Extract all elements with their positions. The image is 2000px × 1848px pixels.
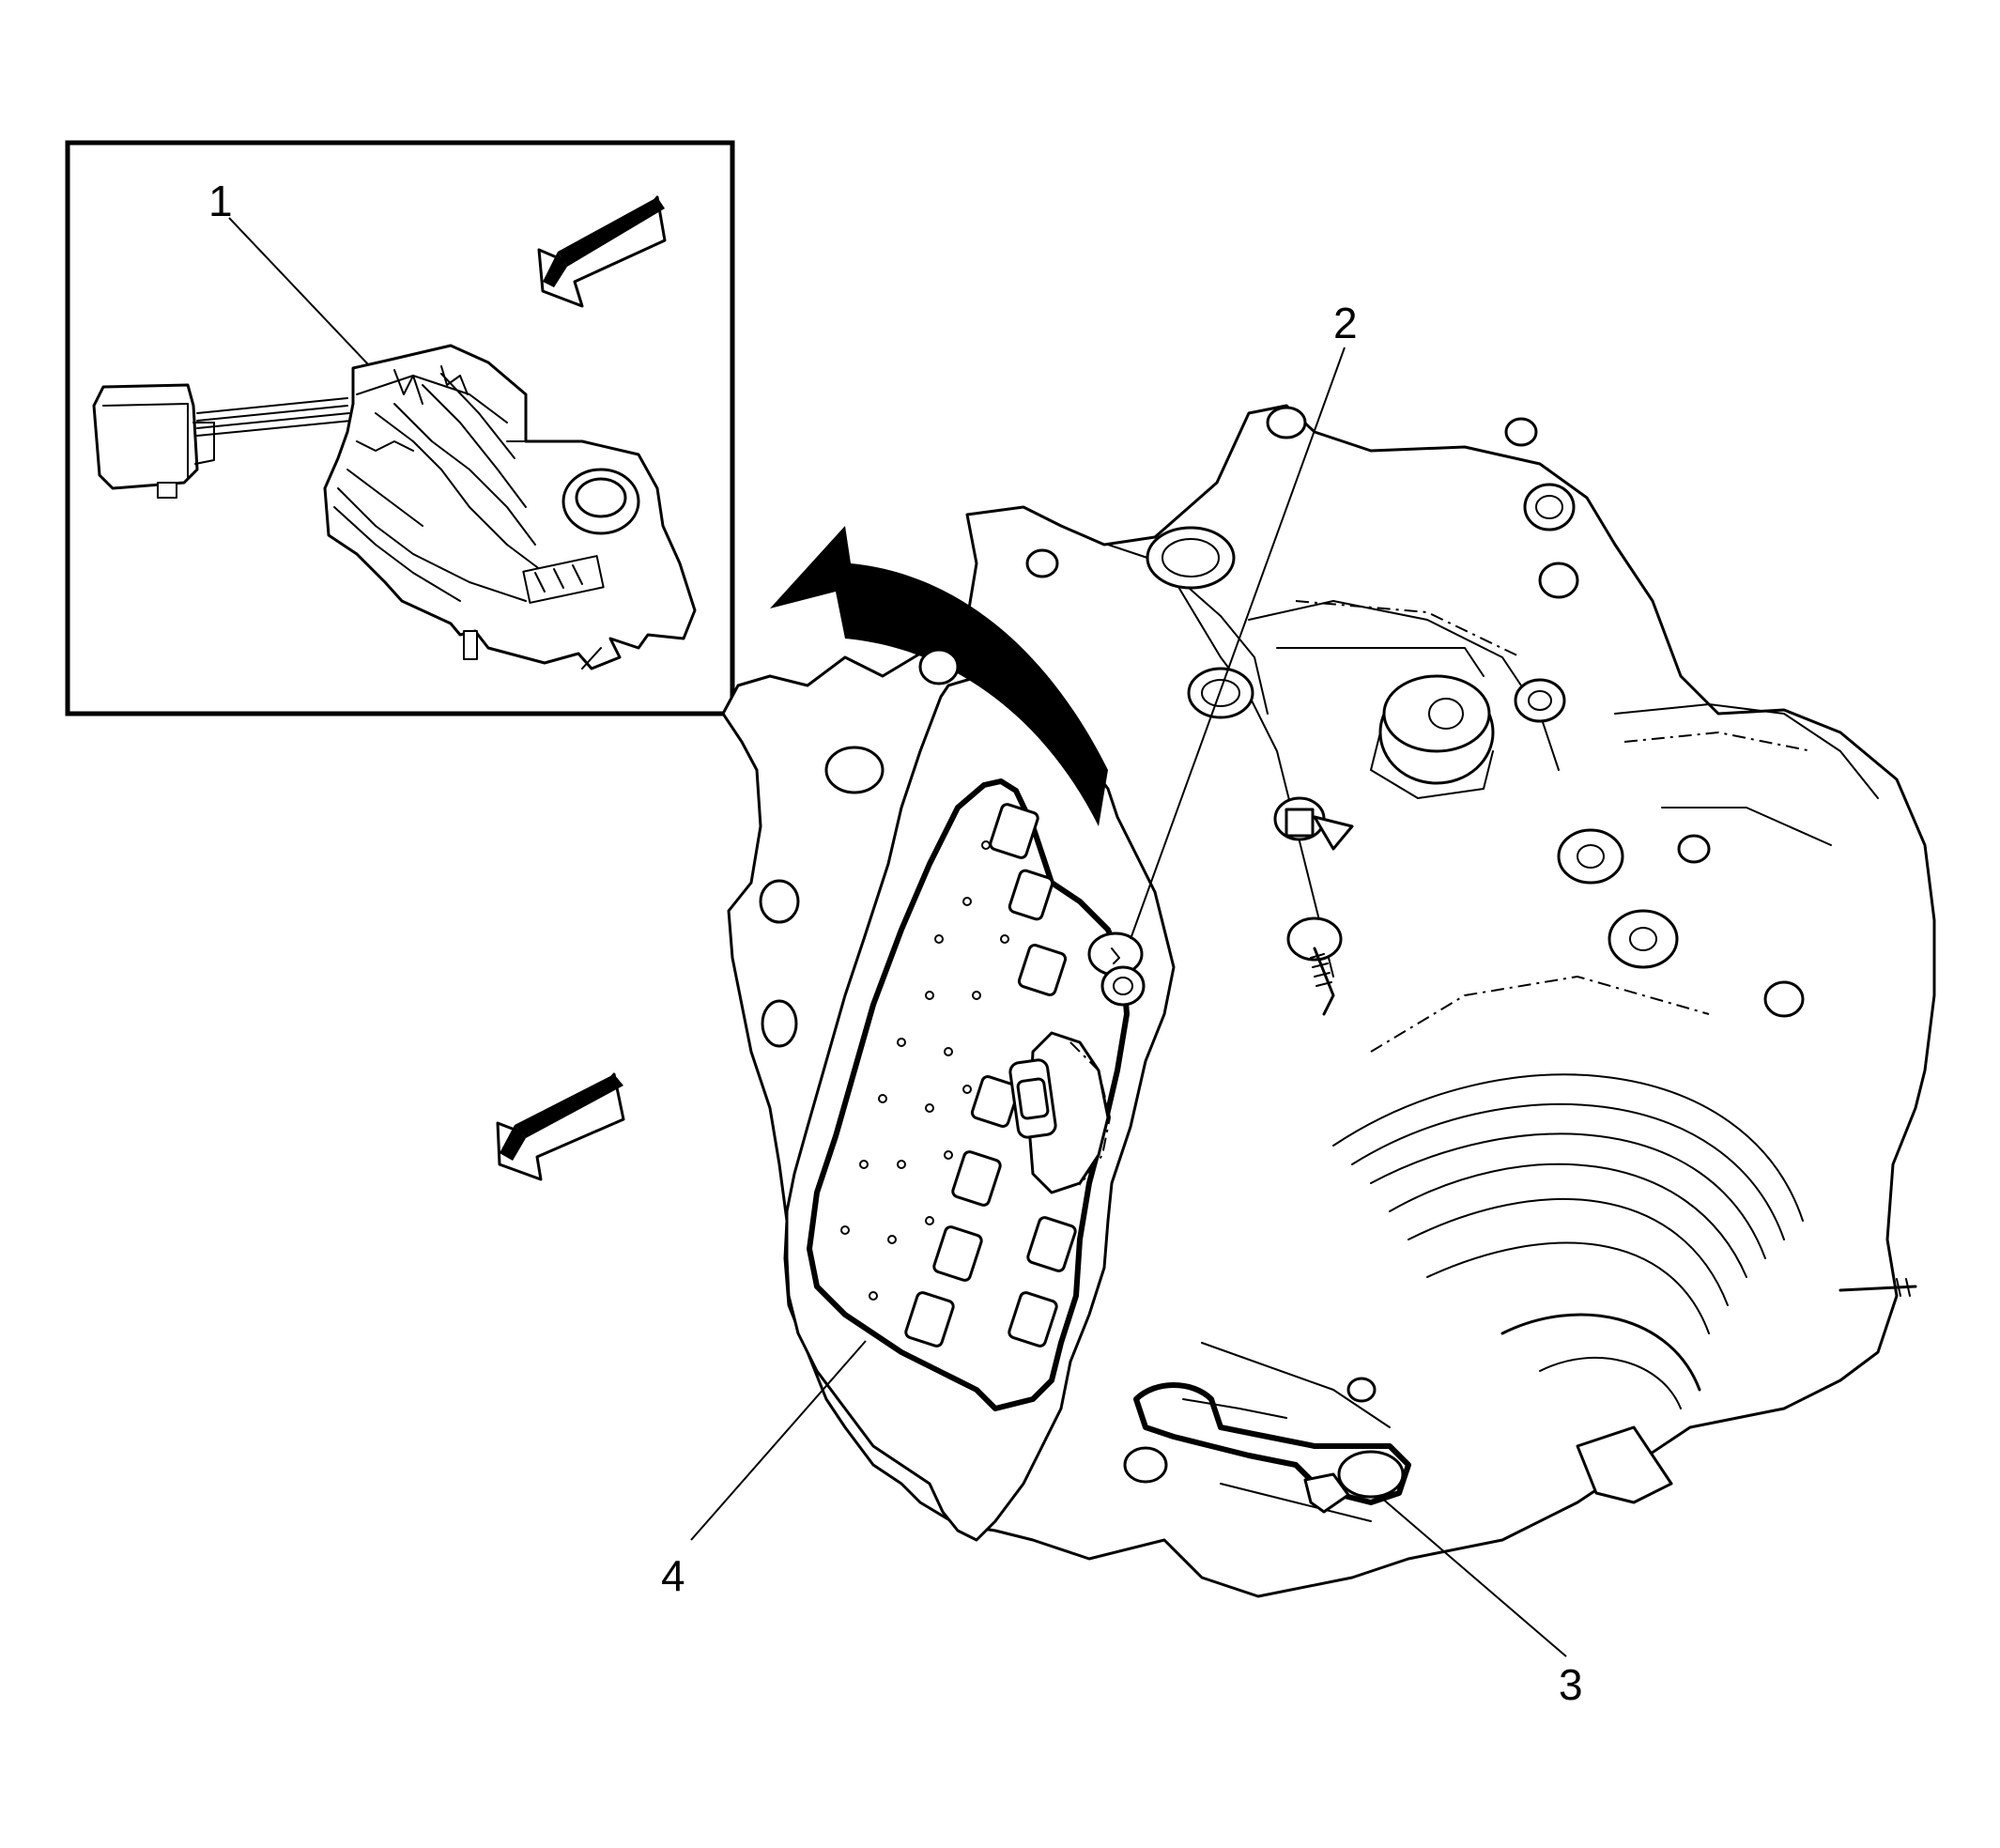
callout-3-label: 3 [1559, 1660, 1583, 1709]
solenoids [904, 803, 1077, 1348]
speed-sensor [1087, 932, 1146, 1007]
manual-shaft-sector [1008, 1031, 1112, 1194]
callout-3-leader [1379, 1496, 1567, 1657]
callout-2-leader [1130, 346, 1346, 940]
callout-1-leader [228, 217, 369, 365]
callout-4-leader [690, 1340, 867, 1541]
output-speed-sensor-harness [1133, 1382, 1411, 1514]
inset-detail: 1 [65, 140, 735, 716]
callout-1-label: 1 [208, 177, 233, 225]
harness-wires [196, 397, 352, 437]
callout-2-label: 2 [1333, 299, 1358, 347]
direction-arrow-main-icon [496, 1072, 625, 1181]
removal-arrow-icon [770, 526, 1108, 826]
connector-plug [92, 383, 215, 499]
direction-arrow-inset-icon [537, 195, 667, 308]
housing-details [759, 406, 1917, 1522]
callout-4-label: 4 [661, 1551, 685, 1600]
range-switch-body [323, 344, 697, 670]
transmission-assembly: 2 3 4 [496, 299, 1936, 1709]
